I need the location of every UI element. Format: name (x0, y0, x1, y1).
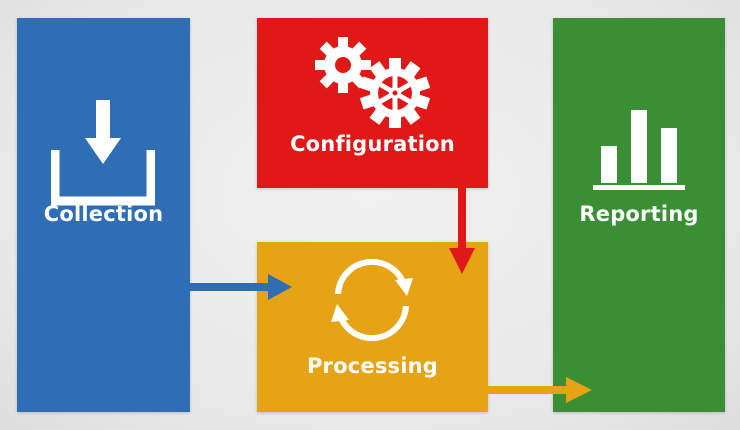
collection-label: Collection (43, 202, 164, 226)
gears-icon (315, 37, 431, 128)
download-tray-icon (51, 100, 155, 206)
configuration-to-processing-arrow (449, 186, 475, 274)
collection-block: Collection (17, 18, 190, 412)
configuration-block: Configuration (257, 18, 488, 188)
processing-label: Processing (306, 354, 439, 378)
reporting-label: Reporting (579, 202, 699, 226)
processing-block: Processing (257, 242, 488, 412)
collection-to-processing-arrow (188, 274, 292, 300)
cycle-arrows-icon (331, 258, 413, 342)
bar-chart-icon (593, 110, 685, 190)
processing-to-reporting-arrow (486, 377, 592, 403)
reporting-block: Reporting (553, 18, 725, 412)
configuration-label: Configuration (290, 132, 455, 156)
